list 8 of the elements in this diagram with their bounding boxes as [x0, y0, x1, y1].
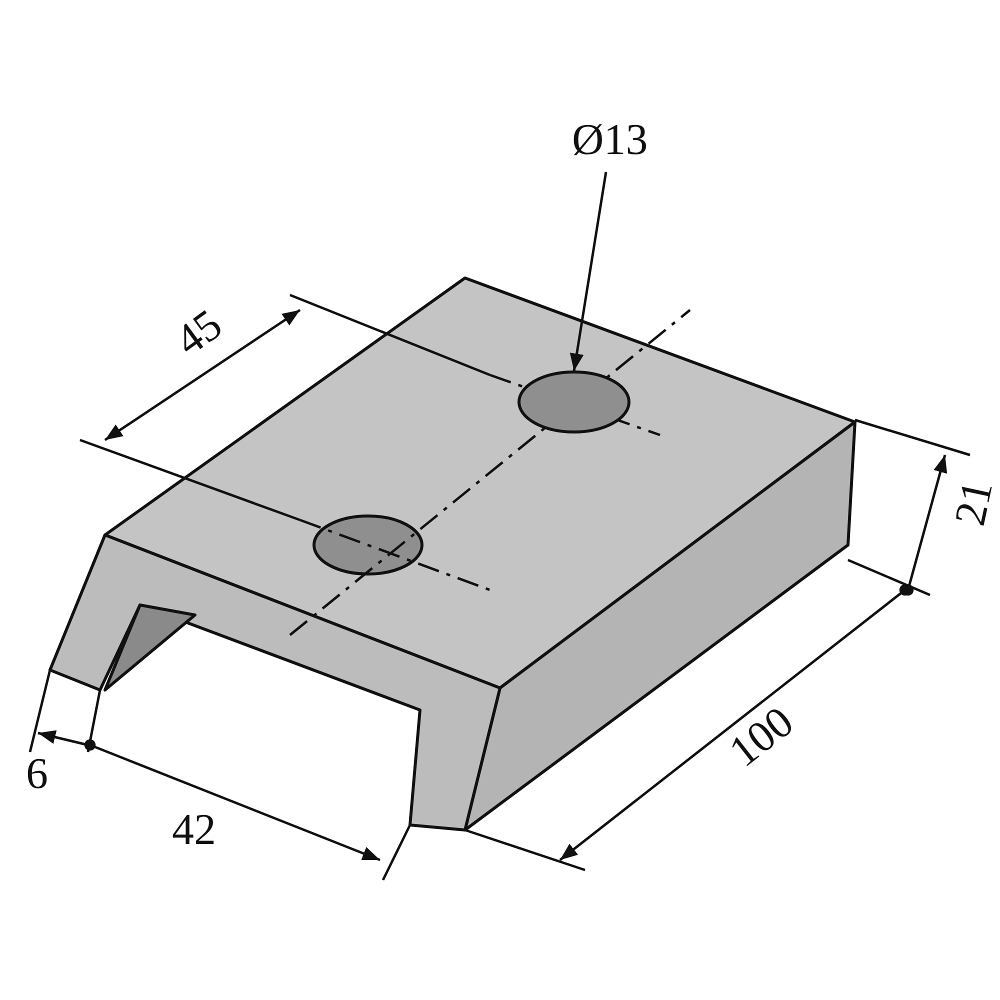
hole — [518, 370, 630, 434]
dimension-label: 45 — [168, 302, 230, 364]
dimension-label: 100 — [722, 699, 802, 775]
leader-line — [570, 172, 608, 372]
dimension-label: Ø13 — [572, 118, 648, 162]
dimension-label: 42 — [172, 808, 216, 852]
dimension-label: 21 — [948, 476, 1000, 530]
dimension-label: 6 — [26, 752, 48, 796]
